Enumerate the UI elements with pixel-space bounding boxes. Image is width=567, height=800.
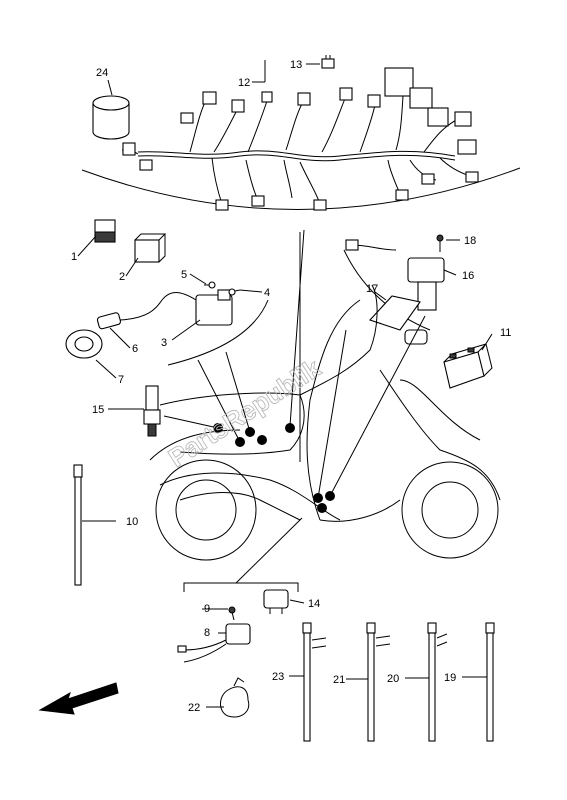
- part-23-cable-tie: [302, 622, 327, 742]
- part-12-wire-harness: [121, 67, 479, 211]
- callout-17: 17: [366, 283, 378, 295]
- leader-lines: [77, 60, 493, 708]
- part-7-cap-cover: [65, 329, 103, 359]
- callout-13: 13: [290, 59, 302, 71]
- bottom-bracket: [183, 582, 299, 592]
- callout-12: 12: [238, 77, 250, 89]
- part-13-fuse: [321, 55, 335, 69]
- part-22-clip: [220, 677, 250, 718]
- connection-dots: [213, 423, 335, 513]
- callout-4: 4: [264, 287, 270, 299]
- part-17-gasket: [369, 295, 428, 345]
- part-18-screw: [436, 234, 444, 252]
- arrow-left-down-icon: [38, 682, 119, 715]
- callout-14: 14: [308, 598, 320, 610]
- callout-18: 18: [464, 235, 476, 247]
- watermark: PartsRepublik: [163, 352, 326, 473]
- callout-1: 1: [71, 251, 77, 263]
- part-2-relay: [134, 233, 167, 263]
- callout-2: 2: [119, 271, 125, 283]
- left-components-arc: [167, 299, 269, 366]
- callout-3: 3: [161, 337, 167, 349]
- callout-5: 5: [181, 269, 187, 281]
- callout-20: 20: [387, 673, 399, 685]
- part-11-battery: [443, 343, 493, 389]
- part-8-module: [177, 623, 251, 663]
- part-6-plug-cap: [96, 292, 197, 330]
- part-4-bolt: [228, 288, 241, 296]
- callout-23: 23: [272, 671, 284, 683]
- part-10-cable-tie: [73, 464, 83, 586]
- part-3-ignition-coil: [195, 289, 233, 326]
- part-14-switch: [263, 589, 289, 614]
- scooter-outline: [149, 284, 501, 561]
- callout-19: 19: [444, 672, 456, 684]
- part-21-cable-tie: [366, 622, 391, 742]
- callout-15: 15: [92, 404, 104, 416]
- part-16-starter-relay: [345, 239, 445, 311]
- callout-7: 7: [118, 374, 124, 386]
- callout-21: 21: [333, 674, 345, 686]
- callout-11: 11: [500, 327, 511, 339]
- part-24-sleeve: [92, 95, 130, 140]
- part-1-relay: [94, 219, 116, 243]
- part-15-sensor: [143, 385, 161, 437]
- part-9-screw: [228, 606, 236, 621]
- callout-24: 24: [96, 67, 108, 79]
- callout-8: 8: [204, 627, 210, 639]
- right-components-arc: [343, 249, 431, 331]
- callout-6: 6: [132, 343, 138, 355]
- part-19-cable-tie: [485, 622, 495, 742]
- callout-16: 16: [462, 270, 474, 282]
- callout-9: 9: [204, 603, 210, 615]
- part-5-bolt: [204, 281, 216, 289]
- part-20-cable-tie: [427, 622, 448, 742]
- harness-section-arc: [81, 167, 521, 210]
- callout-10: 10: [126, 516, 138, 528]
- callout-22: 22: [188, 702, 200, 714]
